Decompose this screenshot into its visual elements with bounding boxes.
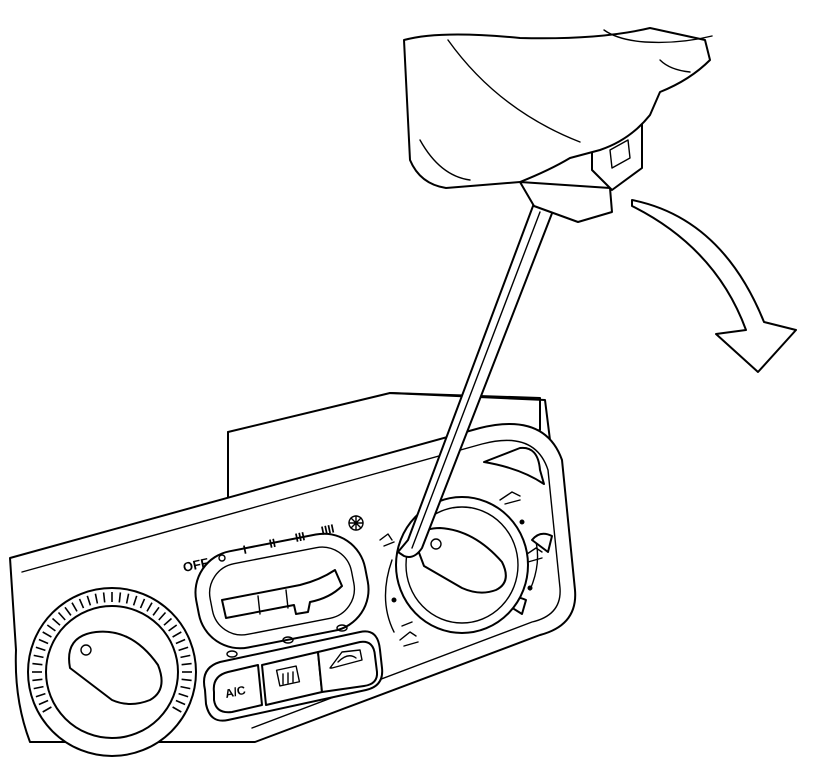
temperature-scale-tick	[172, 631, 182, 638]
temperature-scale-tick	[35, 646, 46, 652]
temperature-scale-tick	[38, 699, 49, 706]
temperature-scale-tick	[168, 624, 178, 632]
temperature-scale-tick	[172, 706, 182, 713]
temperature-scale-tick	[71, 602, 78, 612]
temperature-scale-tick	[86, 595, 92, 606]
temperature-scale-tick	[102, 592, 106, 603]
vent-floor-icon	[399, 547, 543, 647]
temperature-scale-tick	[181, 662, 192, 666]
vent-face-icon	[379, 491, 521, 547]
temperature-knob-left[interactable]	[27, 587, 197, 757]
rear-defrost-icon	[275, 665, 301, 687]
temperature-scale-tick	[175, 699, 186, 706]
temperature-scale-tick	[64, 606, 72, 616]
fan-speed-2-label: II	[268, 536, 277, 551]
fan-speed-3-label: III	[294, 529, 307, 545]
temperature-scale-tick	[51, 617, 61, 626]
temperature-scale-tick	[35, 692, 46, 698]
temperature-scale-tick	[139, 598, 146, 609]
temperature-scale-tick	[178, 646, 189, 652]
fan-speed-4-label: IIII	[320, 521, 336, 537]
temperature-scale-tick	[38, 638, 49, 645]
technician-hand	[403, 27, 713, 189]
mode-position-dots	[391, 519, 533, 603]
temperature-scale-tick	[94, 593, 99, 604]
fan-speed-slider[interactable]	[188, 526, 376, 655]
temperature-scale-tick	[118, 592, 122, 603]
temperature-scale-tick	[42, 631, 52, 638]
recirculation-icon	[329, 649, 363, 669]
temperature-scale-tick	[180, 685, 191, 690]
rotation-arrow-icon	[631, 199, 797, 373]
temperature-scale-tick	[178, 692, 189, 698]
ac-button-label: A/C	[224, 683, 247, 701]
fan-speed-labels: OFF I II III IIII	[182, 515, 364, 575]
temperature-scale-tick	[32, 662, 43, 666]
temperature-scale-tick	[163, 617, 173, 626]
temperature-scale-tick	[180, 654, 191, 659]
temperature-scale-ticks	[32, 592, 192, 713]
temperature-scale-tick	[33, 685, 44, 690]
temperature-scale-tick	[152, 606, 160, 616]
fan-speed-1-label: I	[242, 543, 248, 557]
temperature-scale-tick	[33, 654, 44, 659]
temperature-scale-tick	[125, 593, 130, 604]
button-indicator-lights	[226, 624, 348, 658]
fan-off-label: OFF	[182, 555, 211, 575]
fan-icon	[348, 515, 364, 531]
temperature-scale-tick	[57, 611, 66, 621]
temperature-scale-tick	[181, 678, 192, 682]
temperature-scale-tick	[32, 678, 43, 682]
temperature-scale-tick	[46, 624, 56, 632]
temperature-scale-tick	[132, 595, 138, 606]
temperature-scale-tick	[78, 598, 85, 609]
recirculation-button[interactable]	[317, 640, 379, 693]
temperature-scale-tick	[42, 706, 52, 713]
temperature-scale-tick	[175, 638, 186, 645]
temperature-scale-tick	[158, 611, 167, 621]
ac-button[interactable]: A/C	[212, 664, 263, 714]
temperature-scale-tick	[146, 602, 153, 612]
